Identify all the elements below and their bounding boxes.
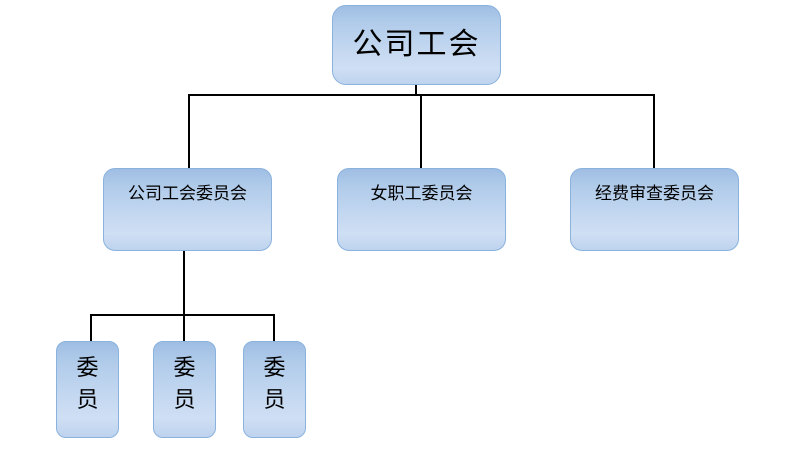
node-company-union[interactable]: 公司工会 (332, 5, 501, 85)
node-label: 委员 (173, 355, 196, 412)
node-member-1[interactable]: 委员 (56, 341, 119, 438)
connector-drop-level2-2 (420, 94, 422, 168)
node-member-2[interactable]: 委员 (153, 341, 216, 438)
connector-level3-bus (90, 314, 275, 316)
node-label: 委员 (263, 355, 286, 412)
node-member-3[interactable]: 委员 (243, 341, 306, 438)
connector-drop-level3-1 (90, 314, 92, 341)
connector-committee-stem (183, 251, 185, 315)
node-label: 公司工会 (352, 28, 481, 62)
node-label: 委员 (76, 355, 99, 412)
connector-root-stem (415, 85, 417, 95)
node-label: 公司工会委员会 (128, 184, 247, 203)
node-female-staff-committee[interactable]: 女职工委员会 (337, 168, 506, 251)
connector-drop-level3-3 (273, 314, 275, 341)
node-label: 女职工委员会 (370, 184, 473, 203)
node-label: 经费审查委员会 (595, 184, 714, 203)
node-funds-review-committee[interactable]: 经费审查委员会 (570, 168, 739, 251)
connector-drop-level3-2 (183, 314, 185, 341)
connector-drop-level2-3 (653, 94, 655, 168)
node-union-committee[interactable]: 公司工会委员会 (103, 168, 272, 251)
connector-drop-level2-1 (188, 94, 190, 168)
